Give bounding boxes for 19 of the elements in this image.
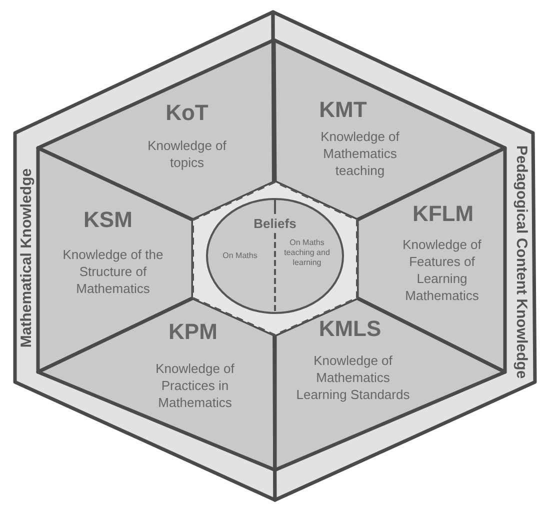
hexagon-sector (274, 40, 505, 220)
sector-title: KFLM (411, 203, 475, 225)
sector-title: KMLS (318, 318, 382, 340)
band-label: Mathematical Knowledge (19, 167, 35, 350)
sector-title: KPM (168, 321, 218, 343)
center-title: Beliefs (252, 217, 298, 230)
sector-title: KMT (318, 99, 368, 121)
center-label: On Maths teaching and learning (283, 238, 331, 268)
sector-description: Knowledge of Features of Learning Mathematics (402, 236, 482, 304)
sector-description: Knowledge of Mathematics Learning Standards (295, 352, 411, 403)
sector-description: Knowledge of topics (146, 137, 228, 171)
center-label: On Maths (222, 251, 258, 261)
sector-title: KSM (82, 209, 134, 231)
hexagon-sector (38, 298, 275, 470)
band-label: Pedagogical Content Knowledge (513, 144, 529, 381)
sector-description: Knowledge of Mathematics teaching (320, 128, 400, 179)
sector-description: Knowledge of Practices in Mathematics (154, 360, 236, 411)
sector-title: KoT (164, 102, 210, 124)
sector-description: Knowledge of the Structure of Mathematics (62, 246, 164, 297)
